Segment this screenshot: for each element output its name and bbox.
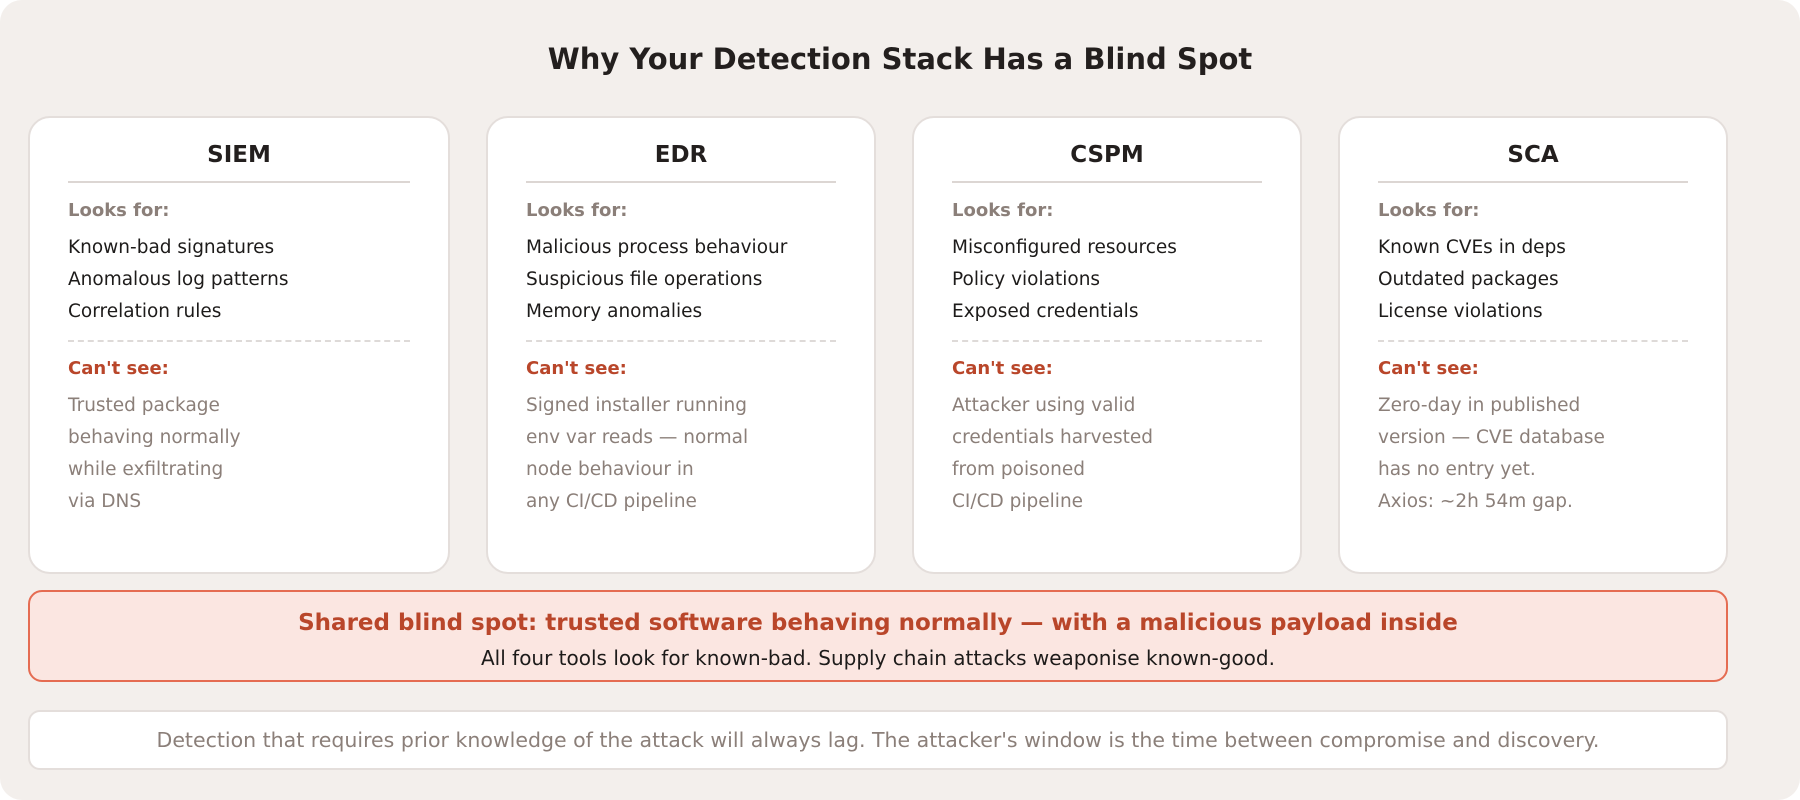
looks-for-item: Memory anomalies: [526, 301, 703, 322]
cant-see-line: Signed installer running: [526, 395, 747, 416]
card-divider: [526, 181, 836, 183]
cant-see-line: credentials harvested: [952, 427, 1154, 448]
looks-for-item: Correlation rules: [68, 301, 222, 322]
card-dashed-divider: [1378, 340, 1688, 342]
looks-for-item: License violations: [1378, 301, 1543, 322]
looks-for-item: Known-bad signatures: [68, 237, 275, 258]
looks-for-item: Policy violations: [952, 269, 1101, 290]
cant-see-list: Signed installer running env var reads —…: [526, 390, 748, 518]
looks-for-item: Malicious process behaviour: [526, 237, 788, 258]
looks-for-list: Known CVEs in deps Outdated packages Lic…: [1378, 232, 1566, 328]
cant-see-label: Can't see:: [1378, 358, 1479, 379]
cant-see-list: Zero-day in published version — CVE data…: [1378, 390, 1605, 518]
card-dashed-divider: [68, 340, 410, 342]
cant-see-line: Attacker using valid: [952, 395, 1136, 416]
cant-see-label: Can't see:: [68, 358, 169, 379]
cant-see-line: version — CVE database: [1378, 427, 1605, 448]
card-divider: [68, 181, 410, 183]
tool-card-siem: SIEM Looks for: Known-bad signatures Ano…: [28, 116, 450, 574]
cant-see-line: node behaviour in: [526, 459, 694, 480]
tool-name: CSPM: [1070, 142, 1144, 168]
footer-note: Detection that requires prior knowledge …: [28, 710, 1728, 770]
looks-for-label: Looks for:: [68, 200, 170, 221]
tool-card-edr: EDR Looks for: Malicious process behavio…: [486, 116, 876, 574]
looks-for-label: Looks for:: [1378, 200, 1480, 221]
looks-for-label: Looks for:: [952, 200, 1054, 221]
looks-for-list: Malicious process behaviour Suspicious f…: [526, 232, 787, 328]
tool-name: SIEM: [207, 142, 271, 168]
looks-for-item: Known CVEs in deps: [1378, 237, 1566, 258]
cant-see-list: Trusted package behaving normally while …: [68, 390, 241, 518]
cant-see-line: Trusted package: [68, 395, 220, 416]
tool-card-sca: SCA Looks for: Known CVEs in deps Outdat…: [1338, 116, 1728, 574]
cant-see-list: Attacker using valid credentials harvest…: [952, 390, 1153, 518]
diagram-title: Why Your Detection Stack Has a Blind Spo…: [547, 42, 1253, 76]
cant-see-line: while exfiltrating: [68, 459, 224, 480]
card-divider: [1378, 181, 1688, 183]
looks-for-list: Known-bad signatures Anomalous log patte…: [68, 232, 288, 328]
looks-for-item: Anomalous log patterns: [68, 269, 289, 290]
cant-see-line: CI/CD pipeline: [952, 491, 1084, 512]
shared-blind-spot-subtitle: All four tools look for known-bad. Suppl…: [481, 646, 1275, 670]
tool-name: EDR: [654, 142, 708, 168]
cant-see-label: Can't see:: [526, 358, 627, 379]
shared-blind-spot-banner: Shared blind spot: trusted software beha…: [28, 590, 1728, 682]
looks-for-label: Looks for:: [526, 200, 628, 221]
tool-card-cspm: CSPM Looks for: Misconfigured resources …: [912, 116, 1302, 574]
cant-see-line: via DNS: [68, 491, 142, 512]
looks-for-item: Suspicious file operations: [526, 269, 763, 290]
cant-see-line: any CI/CD pipeline: [526, 491, 697, 512]
card-divider: [952, 181, 1262, 183]
looks-for-item: Exposed credentials: [952, 301, 1139, 322]
looks-for-item: Misconfigured resources: [952, 237, 1177, 258]
cant-see-line: Axios: ~2h 54m gap.: [1378, 491, 1573, 512]
cant-see-line: behaving normally: [68, 427, 241, 448]
cant-see-line: from poisoned: [952, 459, 1085, 480]
cant-see-line: Zero-day in published: [1378, 395, 1581, 416]
card-dashed-divider: [526, 340, 836, 342]
tool-name: SCA: [1507, 142, 1559, 168]
cant-see-line: env var reads — normal: [526, 427, 749, 448]
looks-for-list: Misconfigured resources Policy violation…: [952, 232, 1177, 328]
shared-blind-spot-title: Shared blind spot: trusted software beha…: [298, 610, 1458, 636]
cant-see-line: has no entry yet.: [1378, 459, 1536, 480]
cant-see-label: Can't see:: [952, 358, 1053, 379]
card-dashed-divider: [952, 340, 1262, 342]
looks-for-item: Outdated packages: [1378, 269, 1559, 290]
